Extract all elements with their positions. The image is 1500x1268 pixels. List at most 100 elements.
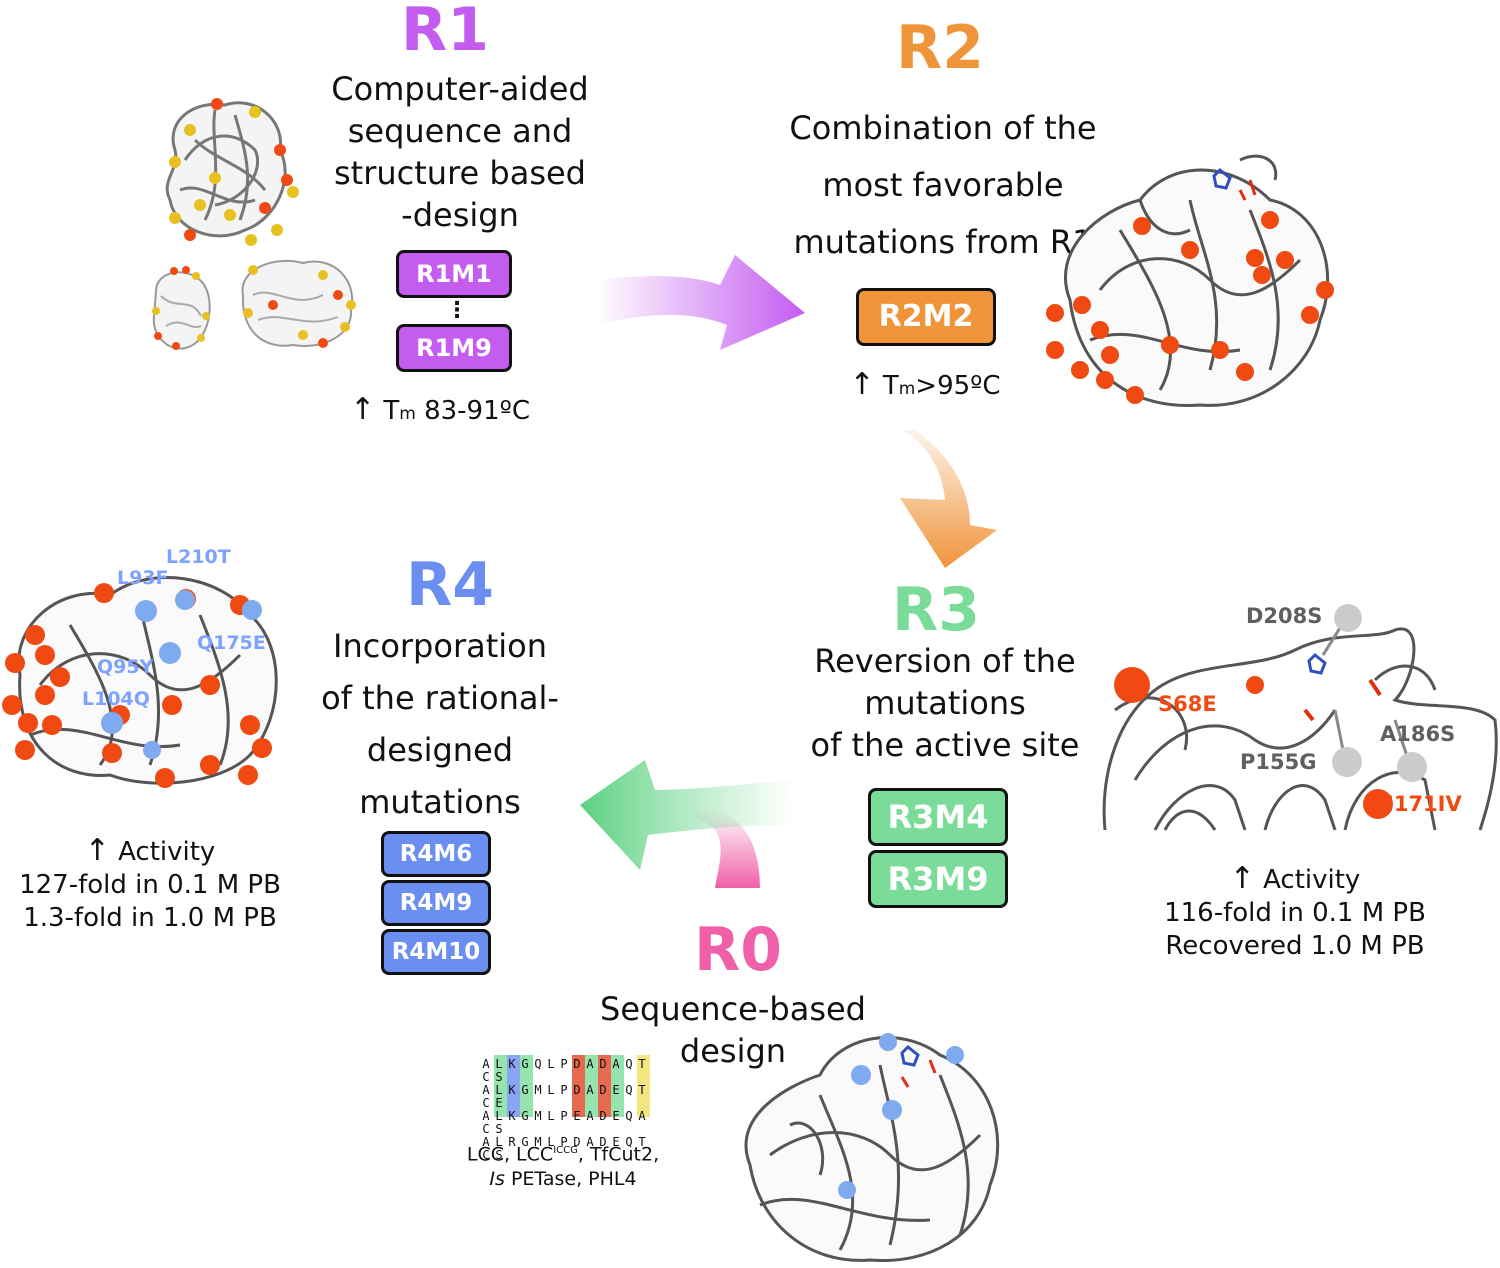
- r4-red-mutation-dots: [2, 583, 272, 788]
- a186s-residue: [1397, 752, 1427, 782]
- sequence-residue: C: [482, 1070, 491, 1084]
- r0-description-line: design: [679, 1032, 787, 1070]
- r4m6-badge: R4M6: [381, 831, 491, 877]
- up-arrow-icon: ↑: [1229, 861, 1255, 896]
- r1-title: R1: [401, 0, 489, 65]
- r0-description: Sequence-based design: [583, 988, 883, 1072]
- r2-description-line: most favorable: [822, 166, 1064, 204]
- sequence-residue: G: [521, 1109, 530, 1123]
- r1m1-badge: R1M1: [396, 250, 512, 298]
- r0-templates-sup: ICCG: [553, 1145, 578, 1156]
- sequence-residue: A: [586, 1109, 595, 1123]
- r4-activity-line: 1.3-fold in 1.0 M PB: [23, 903, 277, 933]
- r2-protein-structure: [1046, 154, 1334, 408]
- r0-templates-text-end: , TfCut2,: [577, 1143, 660, 1166]
- r1-mutation-dots: [169, 98, 299, 246]
- i171iv-label: I171IV: [1386, 792, 1462, 816]
- sequence-residue: L: [547, 1135, 556, 1149]
- sequence-residue: D: [573, 1083, 582, 1097]
- sequence-residue: G: [521, 1135, 530, 1149]
- r1-protein-structure-large: [165, 98, 299, 246]
- l210t-label: L210T: [166, 546, 231, 568]
- r3-active-site-structure: [1102, 604, 1498, 831]
- a186s-label: A186S: [1380, 722, 1456, 746]
- s68e-label: S68E: [1158, 692, 1217, 716]
- r4-description-line: mutations: [359, 783, 521, 821]
- sequence-residue: R: [508, 1135, 517, 1149]
- sequence-residue: G: [521, 1057, 530, 1071]
- r0-title: R0: [694, 915, 782, 985]
- r4-description-line: of the rational-: [321, 679, 559, 717]
- alignment-column-highlights: [494, 1055, 650, 1117]
- sequence-residue: K: [508, 1057, 517, 1071]
- r0-templates-line2: Is PETase, PHL4: [448, 1167, 678, 1192]
- sequence-residue: P: [560, 1109, 569, 1123]
- r0-templates: LCC, LCCICCG, TfCut2, Is PETase, PHL4: [448, 1138, 678, 1192]
- sequence-residue: T: [638, 1083, 647, 1097]
- up-arrow-icon: ↑: [349, 392, 376, 427]
- r3-description-line: of the active site: [810, 726, 1080, 764]
- sequence-residue: A: [586, 1057, 595, 1071]
- r1-ellipsis: ⋮: [446, 298, 468, 323]
- tm-subscript: m: [399, 404, 416, 424]
- r0-to-r4-arrow: [580, 760, 795, 888]
- sequence-residue: A: [586, 1083, 595, 1097]
- r1-description: Computer-aided sequence and structure ba…: [300, 68, 620, 236]
- sequence-residue: Q: [625, 1083, 634, 1097]
- sequence-residue: L: [547, 1057, 556, 1071]
- sequence-residue: L: [547, 1109, 556, 1123]
- sequence-residue: E: [573, 1109, 582, 1123]
- r1-protein-structure-small-right: [241, 259, 356, 348]
- up-arrow-icon: ↑: [84, 833, 110, 868]
- tm-range: 83-91ºC: [415, 396, 531, 426]
- r3-activity-line: 116-fold in 0.1 M PB: [1164, 898, 1426, 928]
- q175e-label: Q175E: [197, 632, 266, 654]
- sequence-residue: P: [560, 1135, 569, 1149]
- sequence-residue: P: [560, 1057, 569, 1071]
- r4m9-badge: R4M9: [381, 880, 491, 926]
- q95y-label: Q95Y: [97, 656, 154, 678]
- r1-protein-structure-small-left: [152, 266, 211, 350]
- up-arrow-icon: ↑: [849, 367, 875, 402]
- r3-description-line: mutations: [864, 684, 1026, 722]
- sequence-residue: A: [482, 1083, 491, 1097]
- r4-title: R4: [406, 550, 494, 620]
- r2m2-badge: R2M2: [856, 288, 996, 346]
- tm-range: >95ºC: [915, 371, 1001, 401]
- tm-symbol: T: [383, 396, 400, 426]
- r0-templates-line1: LCC, LCCICCG, TfCut2,: [448, 1138, 678, 1167]
- sequence-residue: A: [482, 1109, 491, 1123]
- sequence-residue: L: [495, 1135, 504, 1149]
- r3m4-badge: R3M4: [868, 788, 1008, 846]
- r1-tm-note: ↑ Tm 83-91ºC: [330, 393, 550, 431]
- sequence-residue: L: [495, 1057, 504, 1071]
- sequence-residue: D: [599, 1083, 608, 1097]
- sequence-residue: C: [482, 1122, 491, 1136]
- r4-activity-label: Activity: [109, 837, 216, 867]
- l104q-label: L104Q: [82, 688, 150, 710]
- r4-description-line: Incorporation: [333, 627, 547, 665]
- sequence-residue: L: [547, 1083, 556, 1097]
- sequence-residue: G: [521, 1083, 530, 1097]
- r3-activity-note: ↑ Activity 116-fold in 0.1 M PB Recovere…: [1135, 862, 1455, 963]
- tm-subscript: m: [898, 379, 916, 399]
- sequence-residue: A: [482, 1057, 491, 1071]
- sequence-residue: D: [599, 1057, 608, 1071]
- sequence-residue: S: [495, 1148, 504, 1162]
- sequence-residue: K: [508, 1083, 517, 1097]
- sequence-residue: D: [573, 1135, 582, 1149]
- r1-description-line: structure based: [334, 154, 586, 192]
- sequence-residue: E: [612, 1135, 621, 1149]
- r3-description-line: Reversion of the: [814, 642, 1076, 680]
- sequence-residue: A: [482, 1135, 491, 1149]
- r0-templates-italic: Is: [489, 1168, 505, 1191]
- r2-description: Combination of the most favorable mutati…: [768, 100, 1118, 271]
- r3-activity-line: Recovered 1.0 M PB: [1165, 931, 1425, 961]
- l93f-label: L93F: [117, 567, 169, 589]
- r2-mutation-dots: [1046, 211, 1334, 404]
- r4-activity-note: ↑ Activity 127-fold in 0.1 M PB 1.3-fold…: [0, 834, 300, 935]
